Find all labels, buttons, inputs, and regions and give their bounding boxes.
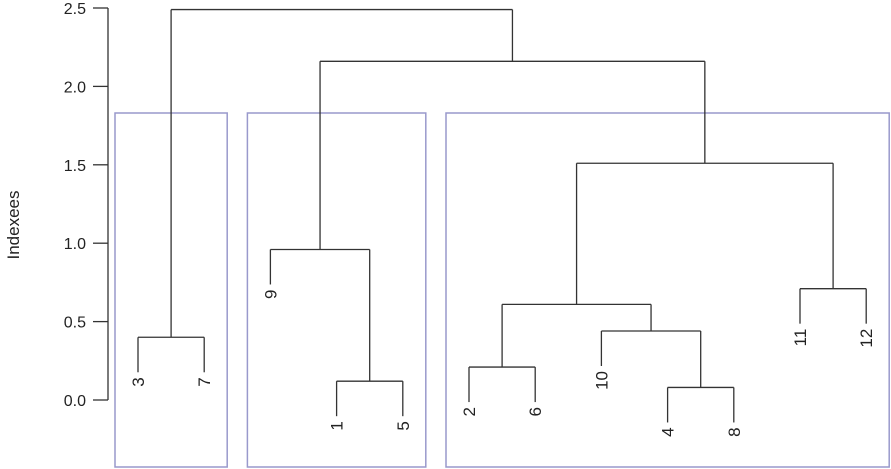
- y-tick-label: 0.5: [64, 315, 86, 332]
- leaf-labels: 3 7 9 1 5 2 6 10 4 8 11 12: [129, 289, 876, 436]
- leaf-label: 12: [857, 329, 876, 348]
- y-tick-label: 2.0: [64, 79, 86, 96]
- leaf-label: 6: [526, 407, 545, 416]
- leaf-label: 4: [659, 427, 678, 436]
- cluster-box: [246, 112, 427, 468]
- y-tick-label: 2.5: [64, 1, 86, 18]
- y-tick-label: 0.0: [64, 393, 86, 410]
- leaf-label: 9: [261, 289, 280, 298]
- leaf-label: 5: [394, 421, 413, 430]
- dendrogram-links: [137, 8, 867, 423]
- leaf-label: 11: [791, 329, 810, 347]
- leaf-label: 3: [129, 377, 148, 386]
- leaf-label: 1: [328, 421, 347, 430]
- y-tick-label: 1.5: [64, 158, 86, 175]
- leaf-label: 7: [195, 377, 214, 386]
- leaf-label: 10: [592, 371, 611, 390]
- y-axis: 0.0 0.5 1.0 1.5 2.0 2.5: [64, 1, 109, 410]
- y-axis-label: Indexees: [4, 191, 23, 260]
- leaf-label: 8: [725, 427, 744, 436]
- leaf-label: 2: [460, 407, 479, 416]
- y-tick-label: 1.0: [64, 236, 86, 253]
- cluster-boxes: [114, 112, 890, 468]
- cluster-box: [445, 112, 890, 468]
